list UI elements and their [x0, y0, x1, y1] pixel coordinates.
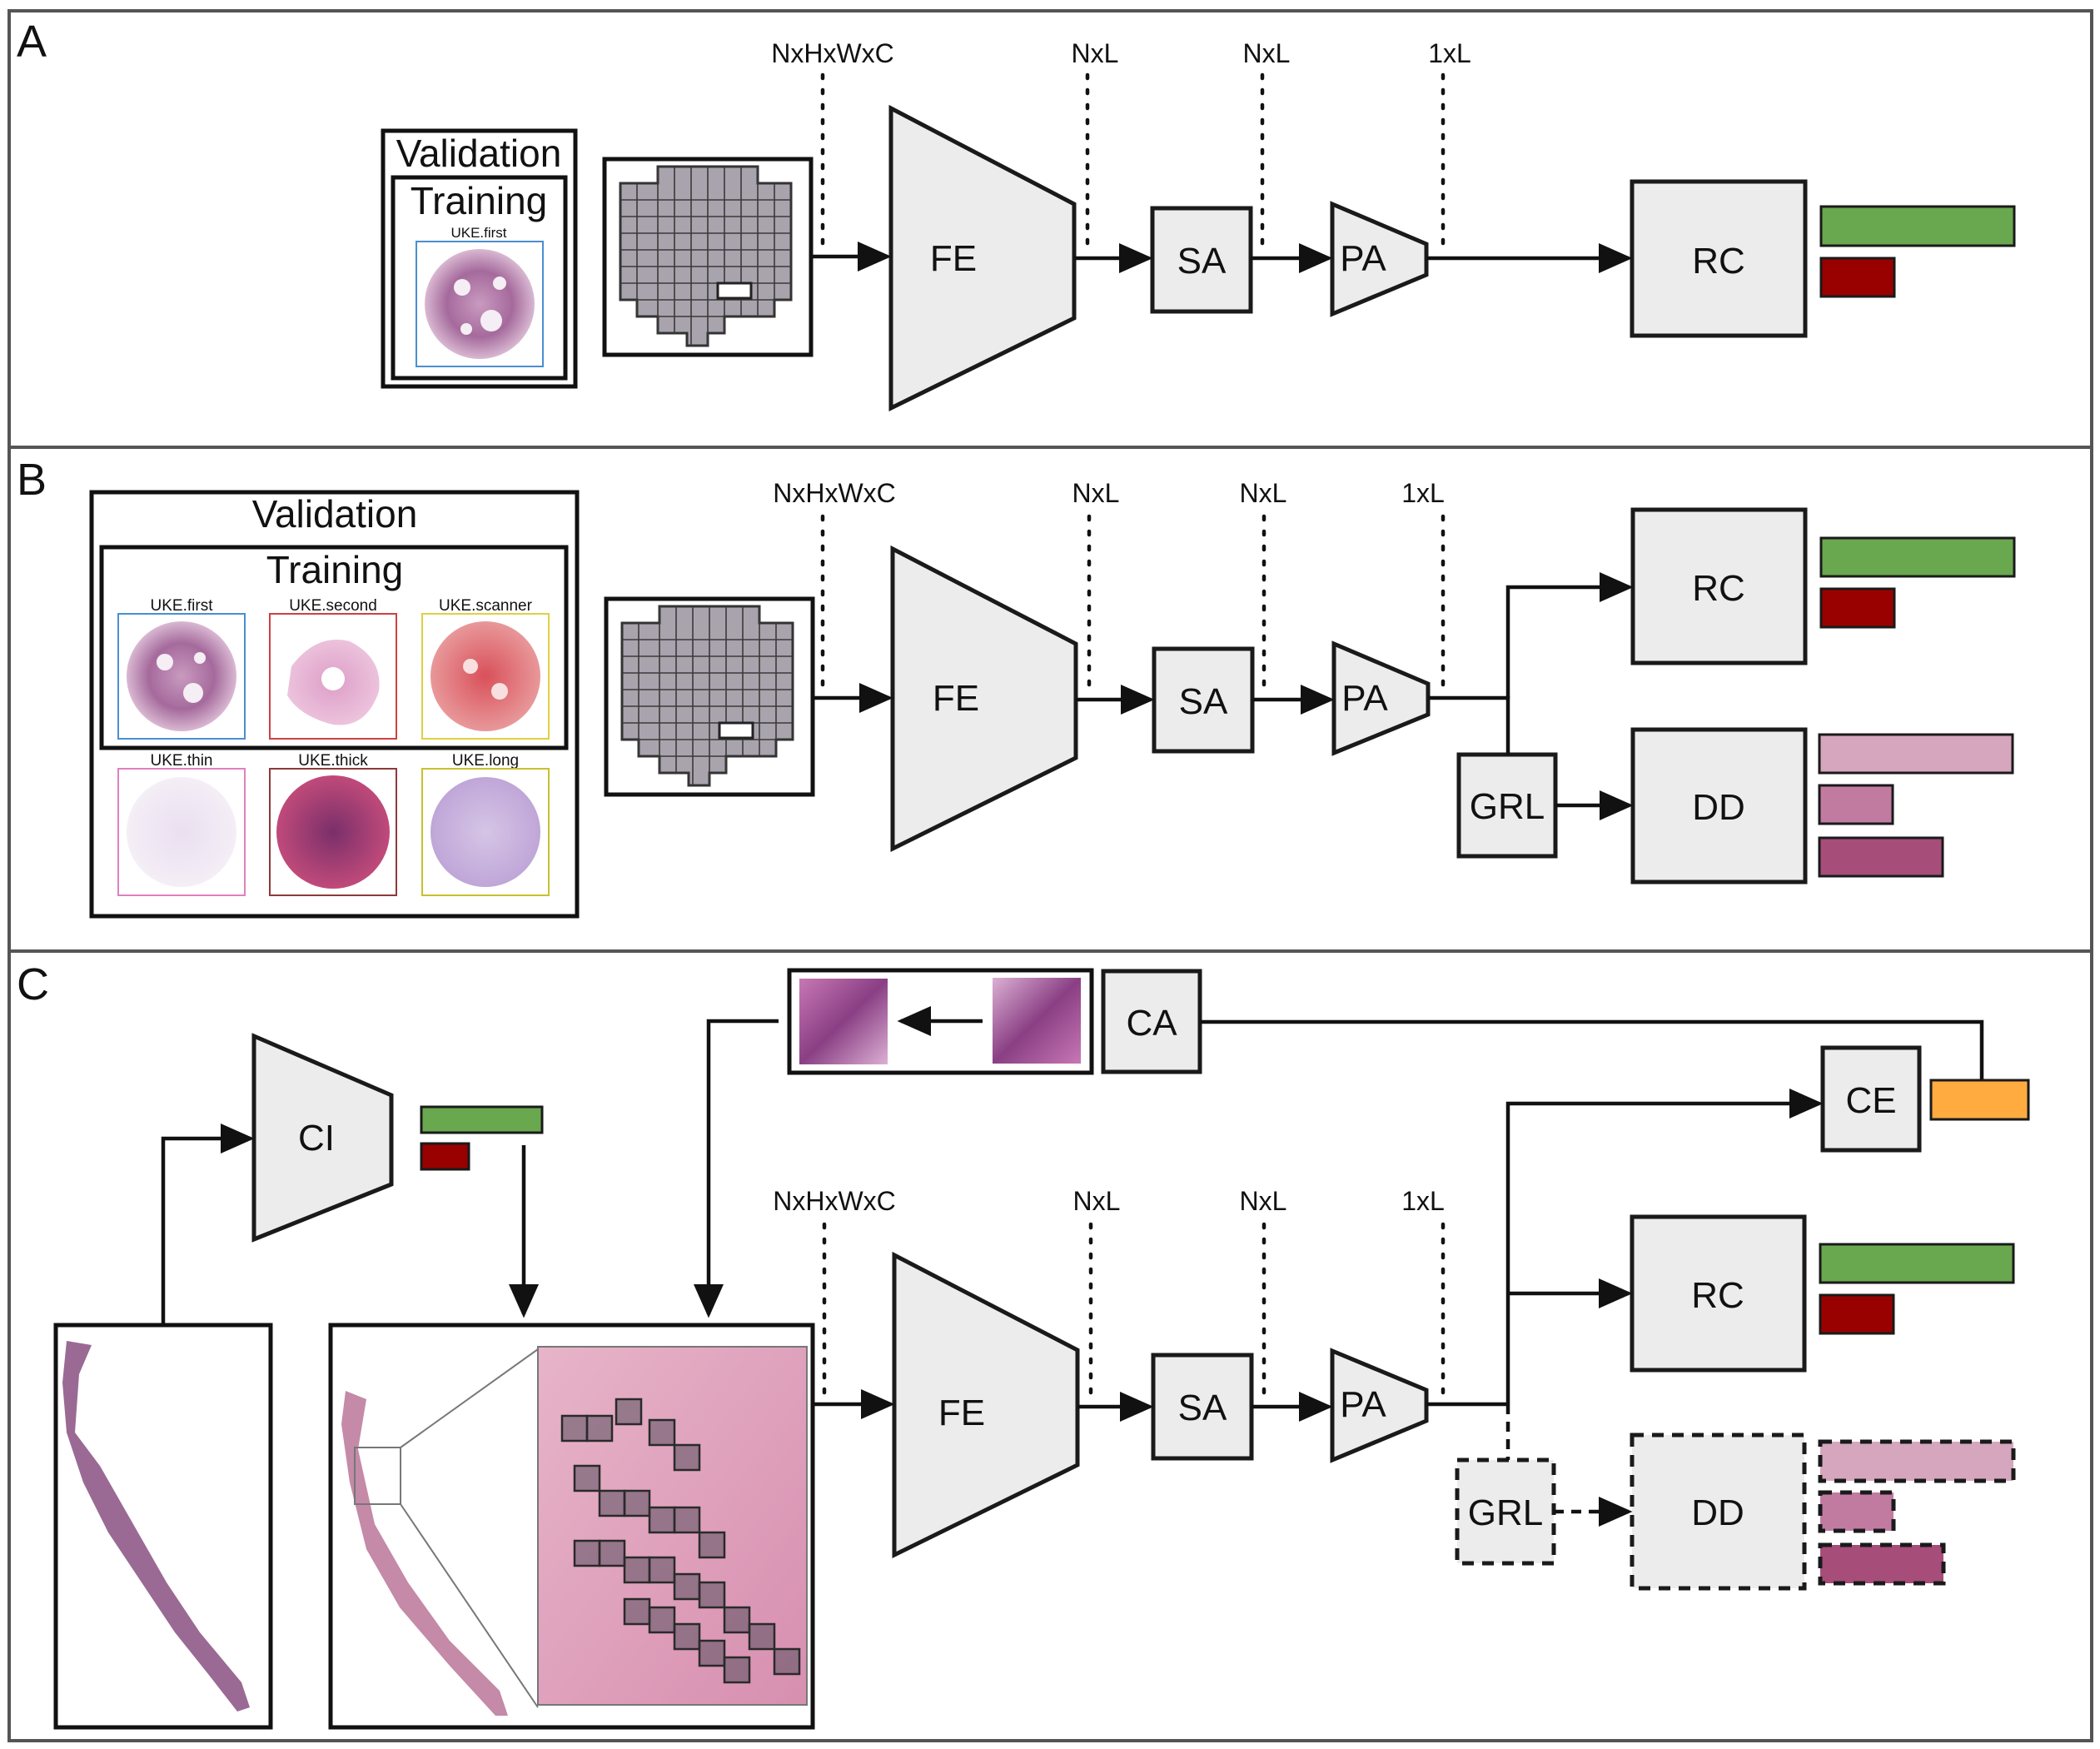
- thumbnail-label-uke-long: UKE.long: [452, 752, 519, 770]
- output-bar-green-c: [1819, 1243, 2015, 1284]
- sa-label: SA: [1177, 241, 1227, 282]
- thumbnail-label-uke-second: UKE.second: [289, 597, 377, 615]
- output-bar-red-c: [1819, 1293, 1895, 1335]
- thumbnail-label-uke-first: UKE.first: [450, 225, 506, 241]
- output-bar-green: [1819, 205, 2016, 247]
- dim-label-input-c: NxHxWxC: [773, 1186, 896, 1216]
- grl-label-b: GRL: [1470, 786, 1545, 827]
- dd-module-c: [1630, 1433, 1807, 1591]
- patch-original: [993, 978, 1081, 1064]
- selected-tiles: [560, 1398, 801, 1684]
- thumbnail-label-uke-scanner: UKE.scanner: [439, 597, 533, 615]
- panel-a-label: A: [17, 17, 47, 67]
- domain-bar-dark-c: [1818, 1542, 1946, 1586]
- rc-label: RC: [1692, 241, 1745, 282]
- panel-b: Validation Training UKE.first UKE.second…: [89, 478, 2016, 919]
- rc-module: [1630, 179, 1808, 338]
- thumbnail-label-uke-thin: UKE.thin: [151, 752, 213, 770]
- panel-c-frame: [7, 949, 2093, 1742]
- dim-label-attention: NxL: [1243, 38, 1291, 68]
- output-bar-green-b: [1819, 536, 2016, 578]
- tissue-core-icon: [425, 249, 535, 359]
- panel-a: Validation Training UKE.first NxHxWxC Nx…: [381, 38, 2016, 412]
- grl-module-c: [1455, 1458, 1556, 1566]
- sa-module-c: [1151, 1353, 1254, 1461]
- fe-module: [888, 104, 1077, 412]
- fe-module-c: [892, 1251, 1080, 1559]
- wsi-tissue-strip: [62, 1341, 250, 1712]
- pa-label: PA: [1340, 238, 1386, 279]
- dim-label-input: NxHxWxC: [771, 38, 894, 68]
- pa-module-c: [1330, 1348, 1429, 1463]
- thumbnail-label-uke-first-b: UKE.first: [151, 597, 214, 615]
- ci-module: [251, 1033, 394, 1243]
- pa-module: [1330, 201, 1429, 317]
- fe-label: FE: [930, 238, 977, 279]
- domain-bar-mid-b: [1818, 784, 1894, 825]
- fe-label-b: FE: [933, 678, 979, 719]
- pa-label-b: PA: [1341, 678, 1388, 719]
- rc-label-b: RC: [1692, 568, 1745, 609]
- validation-label: Validation: [396, 132, 562, 175]
- patch-augmented: [799, 979, 888, 1064]
- sa-label-c: SA: [1178, 1388, 1227, 1428]
- rc-module-c: [1630, 1214, 1807, 1373]
- dd-label-b: DD: [1692, 787, 1745, 828]
- sa-module-b: [1152, 646, 1255, 754]
- ca-label: CA: [1126, 1003, 1177, 1044]
- fe-module-b: [890, 545, 1078, 853]
- dim-label-features: NxL: [1072, 38, 1119, 68]
- dim-label-pooled-b: 1xL: [1401, 478, 1445, 508]
- panel-c: CI CA CE: [53, 968, 2030, 1730]
- ci-label: CI: [298, 1118, 335, 1159]
- panel-b-label: B: [17, 455, 47, 505]
- sa-label-b: SA: [1179, 681, 1228, 722]
- validation-label-b: Validation: [252, 492, 418, 536]
- dim-label-pooled-c: 1xL: [1401, 1186, 1445, 1216]
- output-bar-red: [1819, 257, 1896, 298]
- output-bar-red-b: [1819, 587, 1896, 629]
- ci-bar-red: [420, 1142, 470, 1171]
- ce-output-bar-orange: [1929, 1079, 2030, 1121]
- domain-bar-mid-c: [1818, 1490, 1896, 1533]
- grl-module-b: [1456, 752, 1558, 859]
- dd-label-c: DD: [1691, 1492, 1744, 1533]
- domain-bar-light-b: [1818, 733, 2014, 775]
- rc-module-b: [1630, 507, 1808, 665]
- dim-label-attention-c: NxL: [1240, 1186, 1287, 1216]
- panel-c-label: C: [17, 959, 49, 1009]
- fe-label-c: FE: [938, 1393, 985, 1433]
- domain-bar-dark-b: [1818, 836, 1944, 878]
- dim-label-features-c: NxL: [1073, 1186, 1121, 1216]
- ci-bar-green: [420, 1105, 544, 1134]
- domain-bar-light-c: [1818, 1439, 2016, 1483]
- wsi-input-box: [53, 1323, 273, 1730]
- dim-label-input-b: NxHxWxC: [773, 478, 896, 508]
- dim-label-attention-b: NxL: [1240, 478, 1287, 508]
- rc-label-c: RC: [1691, 1275, 1744, 1316]
- sa-module: [1150, 206, 1253, 314]
- thumbnail-label-uke-thick: UKE.thick: [298, 752, 368, 770]
- ce-label: CE: [1845, 1080, 1896, 1121]
- pa-label-c: PA: [1340, 1384, 1386, 1425]
- grl-label-c: GRL: [1468, 1492, 1543, 1533]
- pa-module-b: [1331, 640, 1431, 756]
- dim-label-features-b: NxL: [1072, 478, 1120, 508]
- wsi-thumbnail-strip: [341, 1391, 508, 1716]
- training-label-b: Training: [266, 548, 403, 591]
- ce-module: [1820, 1045, 1922, 1153]
- training-label: Training: [411, 179, 547, 222]
- dim-label-pooled: 1xL: [1428, 38, 1471, 68]
